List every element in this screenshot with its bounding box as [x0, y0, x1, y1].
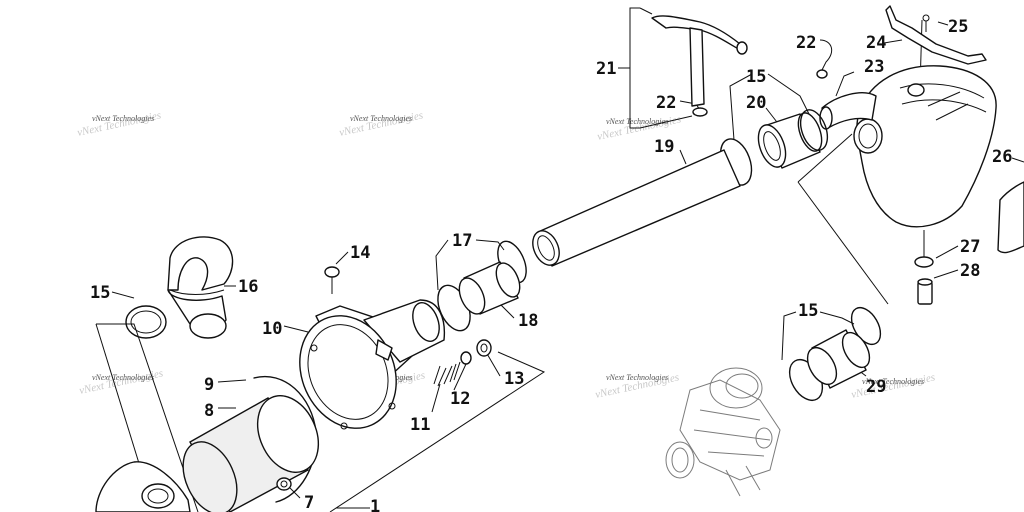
- callout-21: 21: [596, 59, 616, 79]
- callout-19: 19: [654, 137, 674, 157]
- watermark: vNext Technologies: [92, 373, 154, 382]
- watermark: vNext Technologies: [350, 114, 412, 123]
- spring-11: [433, 361, 461, 387]
- elbow-boot-16: [167, 236, 234, 339]
- watermark: vNext Technologies: [606, 373, 668, 382]
- watermark: vNext Technologies: [606, 117, 668, 126]
- callout-16: 16: [238, 277, 258, 297]
- bracket-24: [885, 5, 987, 65]
- callout-1: 1: [370, 497, 380, 512]
- callouts: 21 22 22 15 20 23 24 25 26 27 28 19 17 1…: [90, 17, 1012, 512]
- plug-28: [917, 278, 933, 305]
- vent-tube-21: [651, 15, 748, 107]
- callout-7: 7: [304, 493, 314, 512]
- boot-18: [458, 261, 521, 315]
- callout-20: 20: [746, 93, 766, 113]
- callout-28: 28: [960, 261, 980, 281]
- boot-29: [806, 329, 871, 389]
- callout-15: 15: [798, 301, 818, 321]
- callout-8: 8: [204, 401, 214, 421]
- watermark: vNext Technologies: [92, 114, 154, 123]
- watermark: vNext Technologies: [862, 377, 924, 386]
- callout-15: 15: [746, 67, 766, 87]
- clamp-15: [125, 305, 167, 339]
- callout-11: 11: [410, 415, 430, 435]
- duct-19: [532, 149, 741, 267]
- clamp-15: [850, 306, 882, 346]
- pin-14: [324, 266, 340, 294]
- callout-24: 24: [866, 33, 886, 53]
- grommet-7: [276, 477, 292, 491]
- clamp-15-inner: [130, 310, 162, 334]
- clip-22: [816, 69, 828, 79]
- intake-housing: [95, 461, 191, 512]
- watermark-ghost: vNext Technologies: [78, 367, 164, 397]
- clip-22: [692, 107, 708, 117]
- callout-10: 10: [262, 319, 282, 339]
- air-box-23: [819, 65, 997, 228]
- callout-27: 27: [960, 237, 980, 257]
- washer-12: [460, 351, 472, 365]
- callout-29: 29: [866, 377, 886, 397]
- ring-27: [914, 256, 934, 268]
- carburetor: [665, 367, 781, 497]
- callout-22: 22: [796, 33, 816, 53]
- parts: [95, 5, 1024, 512]
- callout-9: 9: [204, 375, 214, 395]
- filter-8: [182, 395, 320, 512]
- side-cover-26: [997, 181, 1024, 254]
- callout-26: 26: [992, 147, 1012, 167]
- callout-12: 12: [450, 389, 470, 409]
- callout-13: 13: [504, 369, 524, 389]
- clamp-15: [799, 109, 829, 151]
- callout-23: 23: [864, 57, 884, 77]
- callout-25: 25: [948, 17, 968, 37]
- filter-housing-10: [299, 299, 446, 430]
- callout-15: 15: [90, 283, 110, 303]
- watermark-ghost: vNext Technologies: [850, 371, 936, 401]
- callout-22: 22: [656, 93, 676, 113]
- nut-13: [476, 339, 492, 357]
- callout-14: 14: [350, 243, 370, 263]
- callout-17: 17: [452, 231, 472, 251]
- boot-20: [757, 112, 823, 169]
- callout-18: 18: [518, 311, 538, 331]
